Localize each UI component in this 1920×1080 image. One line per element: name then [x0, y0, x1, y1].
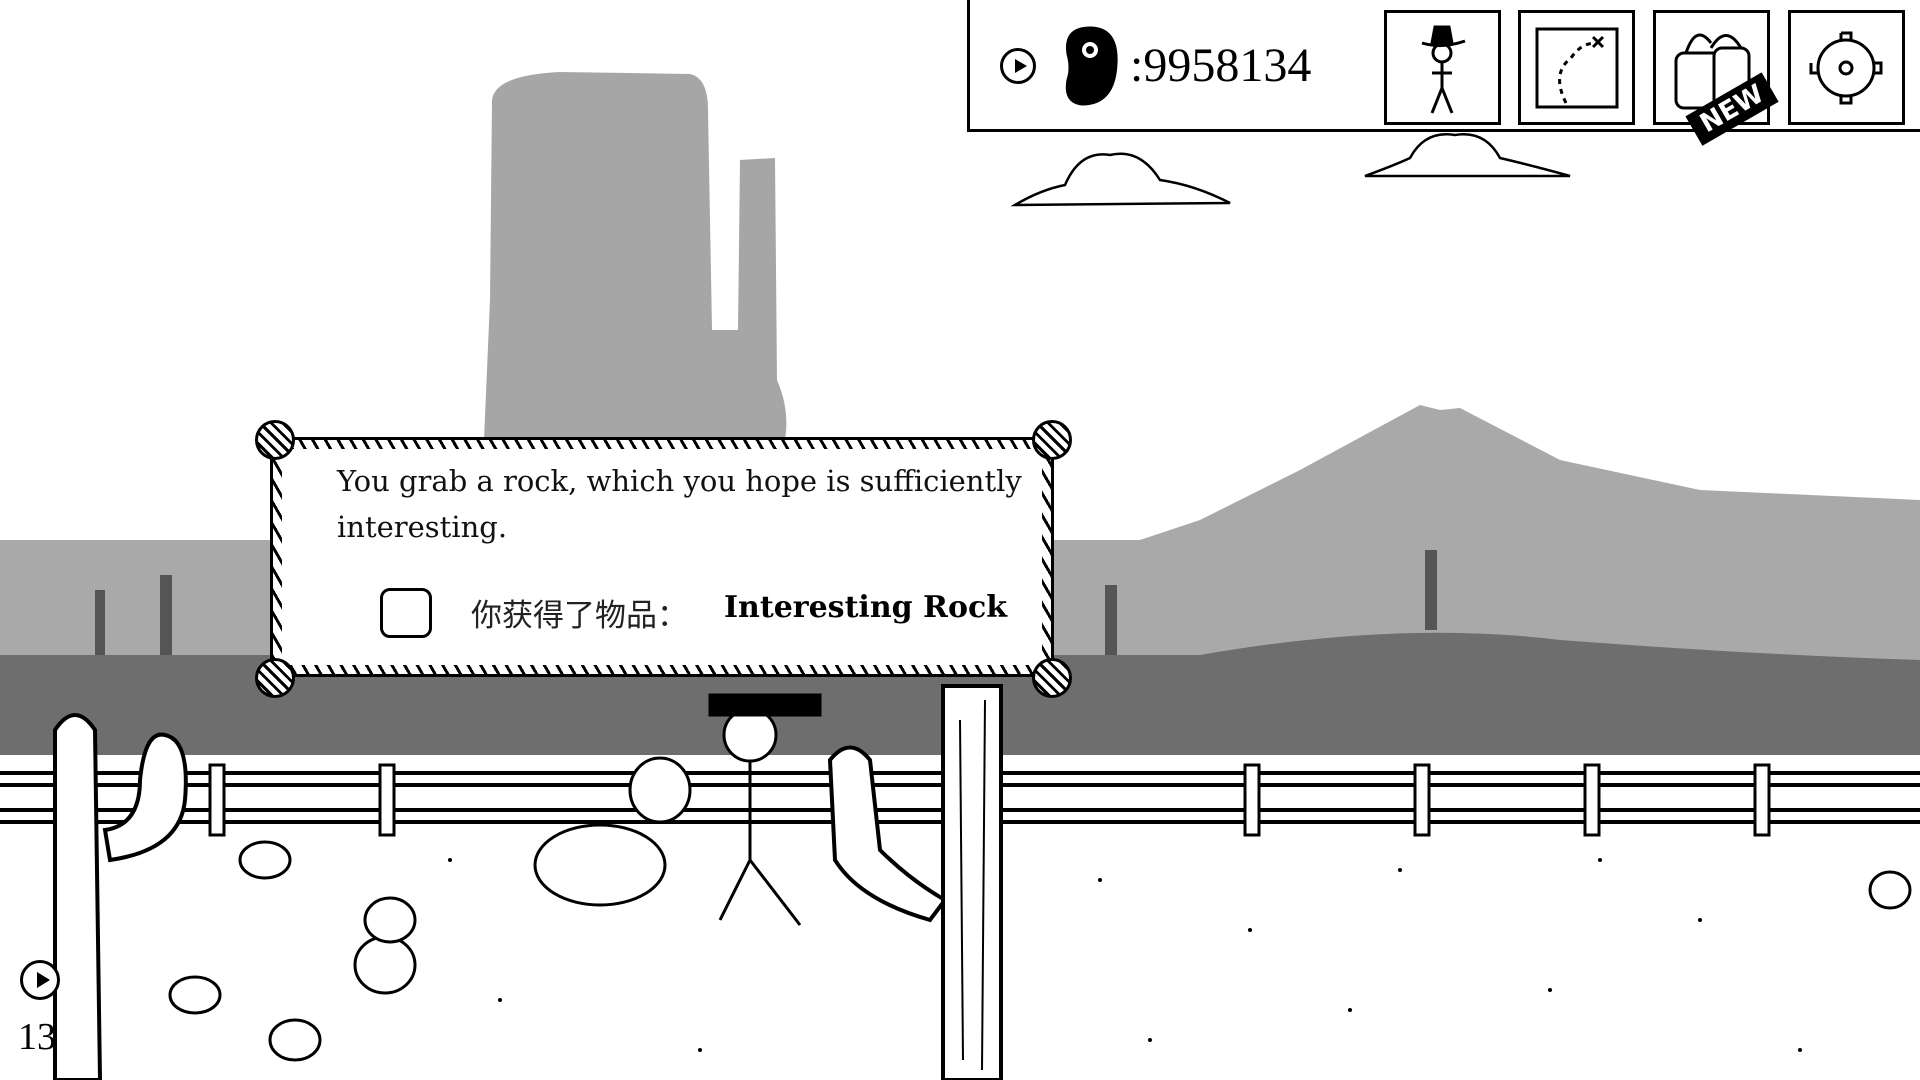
- mesa-rock: [484, 72, 787, 440]
- stick-figure-cowboy-icon: [1421, 25, 1466, 114]
- character-button[interactable]: [1384, 10, 1501, 125]
- rocks: [168, 756, 1912, 1062]
- rock-icon: [380, 588, 432, 638]
- currency-value: :9958134: [1130, 39, 1312, 92]
- foreground-cacti: [53, 713, 948, 1080]
- map-button[interactable]: [1518, 10, 1635, 125]
- ground-speckles: [448, 858, 1802, 1052]
- rope-knot: [255, 658, 295, 698]
- rope-knot: [1032, 658, 1072, 698]
- cacti-silhouettes: [95, 550, 1437, 655]
- counter-value: 13: [18, 1016, 56, 1058]
- dialog-message: You grab a rock, which you hope is suffi…: [337, 464, 1022, 544]
- play-circle-icon[interactable]: [1000, 48, 1036, 84]
- bean-icon: [1065, 26, 1118, 106]
- item-obtained-label: 你获得了物品：: [471, 598, 688, 634]
- player-character: [708, 693, 822, 926]
- signpost: [941, 684, 1003, 1080]
- rope-knot: [255, 420, 295, 460]
- clouds: [1010, 133, 1571, 207]
- settings-button[interactable]: [1788, 10, 1905, 125]
- treasure-map-icon: [1535, 27, 1619, 109]
- play-circle-icon[interactable]: [20, 960, 60, 1000]
- rope-knot: [1032, 420, 1072, 460]
- item-name: Interesting Rock: [724, 590, 1008, 625]
- gear-icon: [1809, 31, 1883, 105]
